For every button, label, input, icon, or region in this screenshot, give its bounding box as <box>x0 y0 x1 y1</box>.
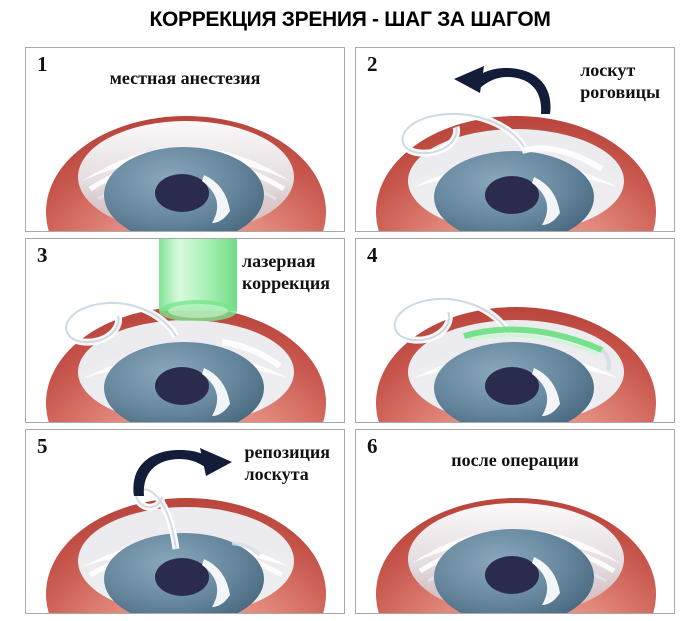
step-label-1: местная анестезия <box>109 68 261 88</box>
step-panel-3[interactable]: 3 лазерная коррекция <box>25 238 345 423</box>
eye-ablated-icon <box>356 268 674 422</box>
step-panel-4[interactable]: 4 <box>355 238 675 423</box>
eye-intact-icon <box>26 77 344 231</box>
eye-healed-icon <box>356 459 674 613</box>
step-panel-2[interactable]: 2 лоскут роговицы <box>355 47 675 232</box>
step-label-3: лазерная коррекция <box>242 251 330 293</box>
steps-grid: 1 местная анестезия <box>25 47 675 614</box>
arrow-left-icon <box>454 66 551 114</box>
step-number-4: 4 <box>367 243 378 267</box>
arrow-right-icon <box>133 448 232 496</box>
eye-flap-lifted-icon <box>356 77 674 231</box>
step-label-6: после операции <box>451 450 579 470</box>
step-panel-6[interactable]: 6 после операции <box>355 429 675 614</box>
step-number-6: 6 <box>367 434 378 458</box>
step-number-3: 3 <box>37 243 48 267</box>
eye-laser-beam-icon <box>26 268 344 422</box>
page-title: КОРРЕКЦИЯ ЗРЕНИЯ - ШАГ ЗА ШАГОМ <box>149 8 551 31</box>
step-number-5: 5 <box>37 434 48 458</box>
step-number-2: 2 <box>367 52 378 76</box>
laser-beam-icon <box>157 239 239 322</box>
step-label-5: репозиция лоскута <box>244 442 330 484</box>
step-number-1: 1 <box>37 52 48 76</box>
step-panel-1[interactable]: 1 местная анестезия <box>25 47 345 232</box>
eye-flap-repositioning-icon <box>26 459 344 613</box>
step-label-2: лоскут роговицы <box>580 60 660 102</box>
step-panel-5[interactable]: 5 репозиция лоскута <box>25 429 345 614</box>
